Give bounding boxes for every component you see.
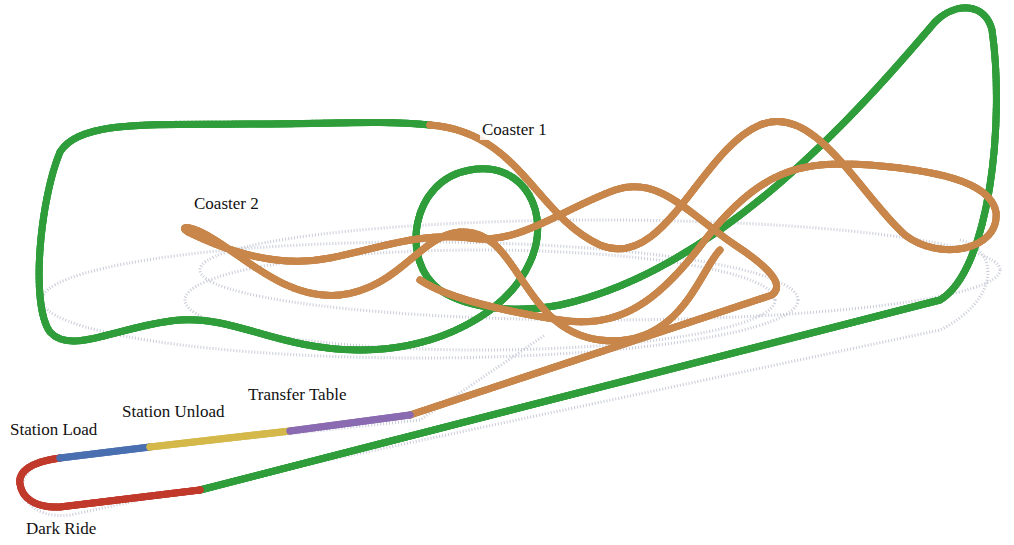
transfer-table-track (290, 415, 410, 431)
coaster2-track (184, 187, 776, 415)
section-label: Station Load (8, 421, 99, 440)
section-label: Dark Ride (24, 520, 98, 539)
section-label: Station Unload (120, 403, 226, 422)
coaster-label: Coaster 2 (192, 195, 261, 214)
station-unload-track (150, 431, 290, 447)
section-label: Transfer Table (246, 386, 348, 405)
dark-ride-track (20, 458, 200, 507)
coaster1-track (39, 8, 996, 490)
station-load-track (60, 447, 150, 458)
coaster-label: Coaster 1 (480, 121, 549, 140)
